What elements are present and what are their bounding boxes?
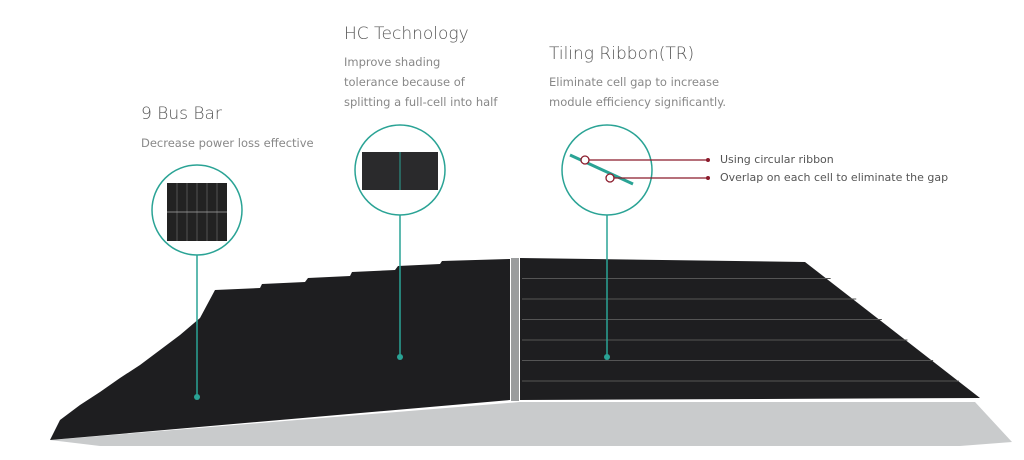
callout-circular-ribbon: Using circular ribbon — [720, 153, 834, 166]
panel-divider — [511, 258, 519, 401]
feature-title-tr: Tiling Ribbon(TR) — [549, 44, 695, 64]
right-panel — [520, 258, 980, 400]
panel-frame — [50, 402, 1012, 446]
feature-title-hc: HC Technology — [344, 24, 469, 44]
feature-desc-bus-bar: Decrease power loss effective — [141, 136, 314, 150]
callout-overlap: Overlap on each cell to eliminate the ga… — [720, 171, 949, 184]
left-panel-shingled — [50, 259, 510, 440]
tr-magnifier — [561, 124, 653, 216]
feature-title-bus-bar: 9 Bus Bar — [141, 104, 222, 124]
